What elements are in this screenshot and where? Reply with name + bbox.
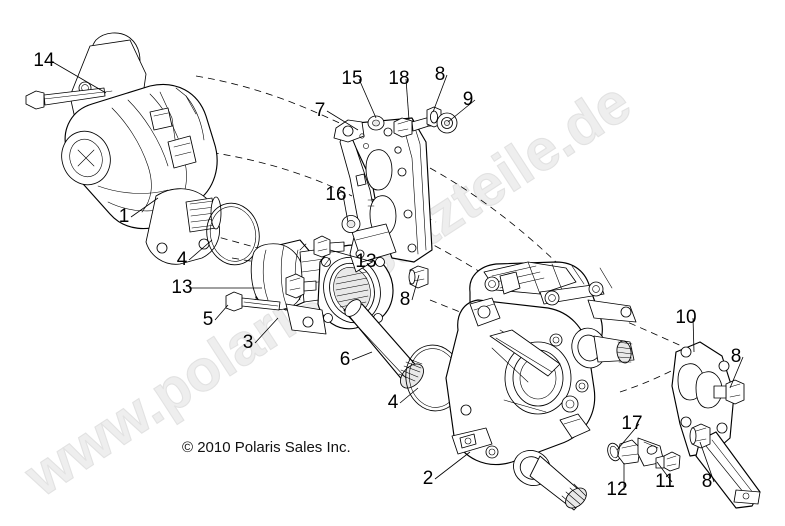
callout-bolt: 11: [655, 471, 675, 492]
copyright-notice: © 2010 Polaris Sales Inc.: [182, 439, 351, 456]
part-long-flange-bolt: [25, 87, 113, 110]
callout-bearing-carrier-housing: 3: [243, 332, 254, 353]
callout-washer-small: 16: [325, 184, 346, 205]
callout-flange-bolt: 13: [355, 251, 376, 272]
part-front-gearcase: [61, 32, 222, 265]
leader-line-13b: [329, 249, 374, 263]
leader-line-2: [434, 451, 471, 480]
leader-line-5: [214, 304, 229, 321]
part-mounting-bracket-rear: [671, 341, 761, 509]
callout-prop-shaft: 6: [340, 349, 351, 370]
part-washer-16: [341, 215, 361, 233]
leader-line-8b: [411, 274, 420, 301]
leader-line-7: [326, 110, 359, 131]
callout-flange-nut: 8: [731, 346, 742, 367]
part-flange-nut-8-center: [408, 265, 429, 289]
leader-line-8c: [729, 356, 744, 389]
leader-line-1: [130, 197, 159, 218]
part-bushing-9: [436, 112, 458, 134]
leader-line-17: [616, 423, 640, 451]
part-flange-bolt-right: [313, 235, 345, 258]
part-bearing-carrier-housing: [250, 239, 394, 335]
callout-o-ring-front: 4: [177, 249, 188, 270]
callout-mounting-bracket-center: 7: [315, 100, 326, 121]
leader-line-14: [50, 60, 107, 94]
callout-flange-nut: 8: [702, 471, 713, 492]
part-rear-transmission: [445, 261, 637, 511]
callout-bolt-short: 5: [203, 309, 214, 330]
callout-speed-sensor: 12: [606, 479, 627, 500]
callout-flange-nut: 8: [400, 289, 411, 310]
callout-bushing: 9: [463, 89, 474, 110]
leader-line-16: [342, 194, 349, 223]
callout-washer: 15: [341, 68, 362, 89]
callout-front-gearcase: 1: [119, 206, 130, 227]
leader-line-8d: [699, 441, 715, 483]
callout-leader-lines: [50, 60, 744, 490]
part-washer-15: [367, 115, 385, 131]
callout-bolt-pivot: 18: [388, 68, 409, 89]
callout-mounting-bracket-rear: 10: [675, 307, 696, 328]
callout-o-ring-seal: 17: [621, 413, 642, 434]
leader-line-4a: [188, 239, 213, 261]
part-o-ring-front: [206, 202, 260, 266]
leader-line-4b: [399, 387, 419, 404]
leader-line-3: [254, 317, 279, 344]
leader-line-11: [656, 461, 673, 483]
part-mounting-bracket-center: [333, 117, 433, 273]
callout-long-flange-bolt: 14: [33, 50, 55, 71]
callout-o-ring-rear: 4: [388, 392, 399, 413]
part-bolt-short: [225, 291, 281, 312]
part-bolt-11: [655, 451, 681, 472]
leader-line-6: [351, 351, 373, 361]
callout-flange-bolt: 13: [171, 277, 192, 298]
leader-line-8a: [432, 74, 448, 113]
leader-line-15: [358, 78, 377, 119]
callout-rear-transmission: 2: [423, 468, 434, 489]
callout-flange-nut: 8: [435, 64, 446, 85]
part-flange-nut-8-lower-right: [689, 423, 711, 449]
leader-line-9: [447, 99, 476, 123]
part-flange-bolt-left: [285, 273, 317, 299]
leader-line-10: [692, 317, 695, 353]
leader-line-18: [405, 78, 410, 121]
